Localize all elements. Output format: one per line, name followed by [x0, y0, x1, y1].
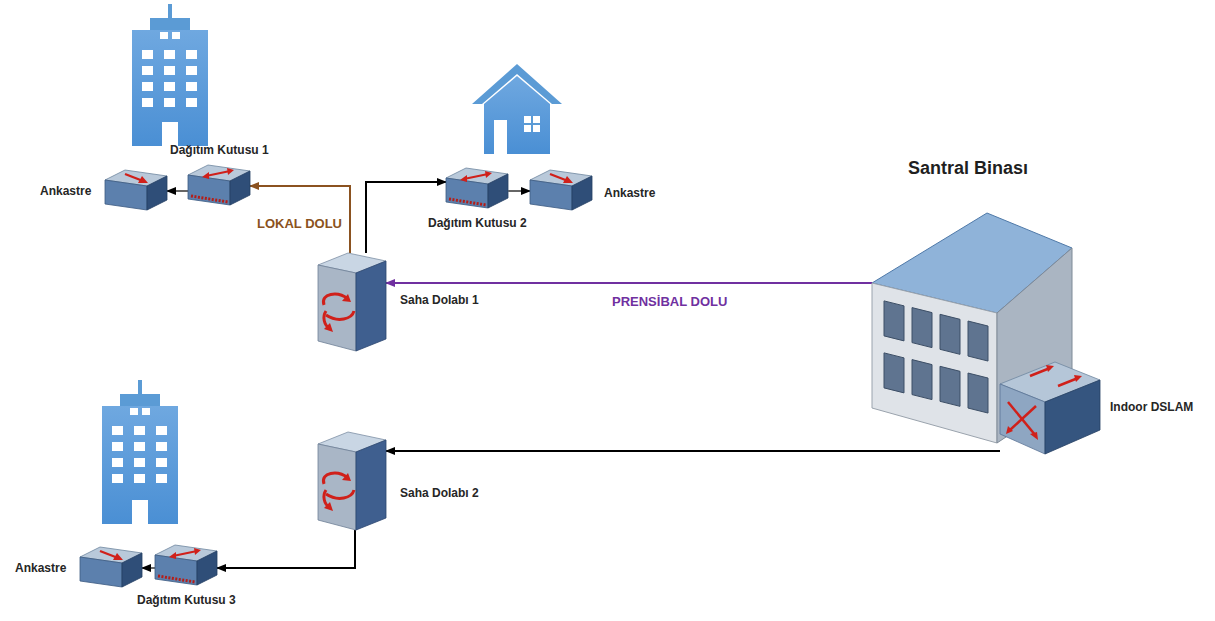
distribution-box-icon — [188, 165, 250, 207]
wall-socket: Ankastre — [530, 170, 592, 212]
distribution-box: Dağıtım Kutusu 3 — [155, 545, 217, 587]
wall-socket-icon — [530, 170, 592, 212]
house — [472, 64, 562, 154]
node-label: Ankastre — [604, 186, 655, 200]
cable-connector — [250, 186, 350, 253]
node-label: Dağıtım Kutusu 3 — [137, 593, 236, 607]
dslam-unit: Indoor DSLAM — [1000, 362, 1100, 454]
node-label: Dağıtım Kutusu 2 — [428, 216, 527, 230]
street-cabinet-icon — [318, 432, 386, 530]
distribution-box-icon — [155, 545, 217, 587]
street-cabinet-icon — [318, 253, 386, 351]
node-label: Dağıtım Kutusu 1 — [170, 143, 269, 157]
street-cabinet: Saha Dolabı 1 — [318, 253, 386, 351]
node-label: Santral Binası — [908, 158, 1028, 179]
node-label: Indoor DSLAM — [1110, 400, 1193, 414]
cable-connector — [217, 530, 355, 568]
distribution-box: Dağıtım Kutusu 1 — [188, 165, 250, 207]
cable-label: PRENSİBAL DOLU — [610, 294, 729, 309]
distribution-box-icon — [446, 168, 508, 210]
wall-socket: Ankastre — [105, 170, 167, 212]
wall-socket-icon — [80, 547, 142, 589]
node-label: Ankastre — [40, 184, 91, 198]
dslam-unit-icon — [1000, 362, 1100, 454]
cable-connector — [167, 190, 188, 191]
cable-connector — [142, 567, 155, 568]
street-cabinet: Saha Dolabı 2 — [318, 432, 386, 530]
node-label: Saha Dolabı 2 — [400, 486, 479, 500]
node-label: Saha Dolabı 1 — [400, 293, 479, 307]
wall-socket: Ankastre — [80, 547, 142, 589]
cable-connector — [386, 282, 872, 284]
office-building — [102, 380, 178, 524]
distribution-box: Dağıtım Kutusu 2 — [446, 168, 508, 210]
cable-connector — [508, 190, 530, 191]
cable-label: LOKAL DOLU — [255, 216, 344, 231]
cable-connector — [386, 450, 1000, 452]
office-building — [132, 4, 208, 146]
node-label: Ankastre — [15, 561, 66, 575]
wall-socket-icon — [105, 170, 167, 212]
